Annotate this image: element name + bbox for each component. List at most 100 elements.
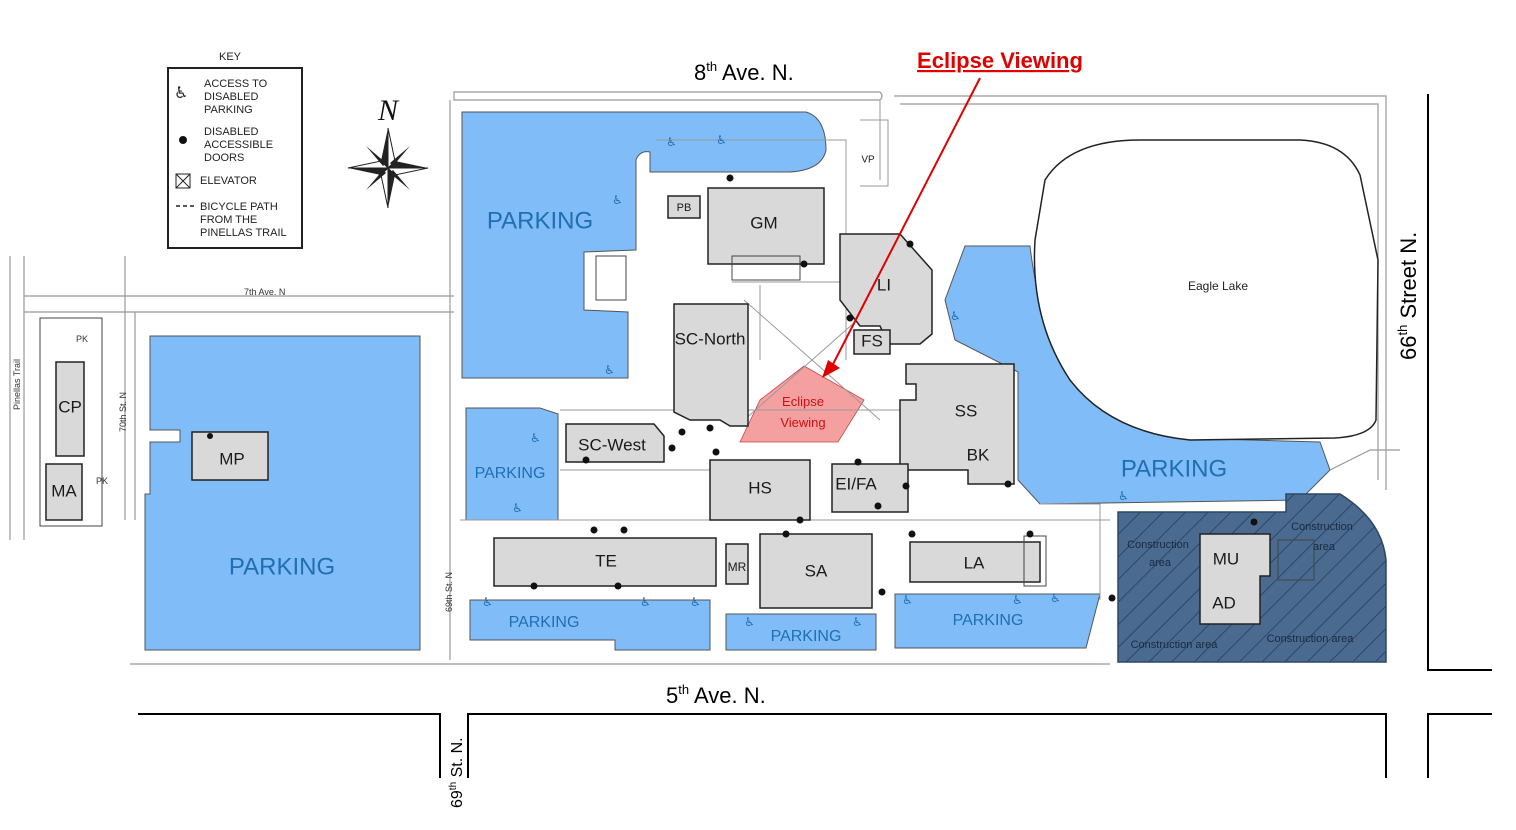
- construction-label-4: Construction area: [1267, 633, 1355, 645]
- parking-lot-south-3: [894, 593, 1101, 649]
- parking-lot-south-2: [725, 613, 877, 651]
- svg-text:DISABLED: DISABLED: [204, 126, 258, 138]
- label-gm: GM: [750, 213, 777, 232]
- svg-text:♿: ♿: [482, 595, 493, 609]
- building-te: [493, 537, 717, 587]
- svg-text:♿: ♿: [1012, 593, 1023, 607]
- eclipse-viewing-area[interactable]: [739, 365, 865, 443]
- street-5th-ave: 5th Ave. N.: [666, 682, 766, 708]
- compass-rose-icon: N: [347, 94, 429, 209]
- map-key: KEY ♿ ACCESS TO DISABLED PARKING DISABLE…: [167, 51, 303, 249]
- elevator-icon: [175, 173, 191, 189]
- building-pb: [667, 195, 701, 219]
- building-li: [839, 233, 933, 345]
- svg-text:ACCESS TO: ACCESS TO: [204, 78, 268, 90]
- parking-label-south-2: PARKING: [771, 628, 842, 645]
- label-hs: HS: [748, 478, 772, 497]
- label-eagle-lake: Eagle Lake: [1188, 279, 1248, 293]
- building-sc-north: [673, 303, 749, 427]
- label-la: LA: [964, 553, 985, 572]
- building-ss-bk: [899, 363, 1015, 485]
- label-ss: SS: [955, 401, 978, 420]
- eclipse-arrow-head: [822, 360, 840, 378]
- svg-text:♿: ♿: [530, 431, 541, 445]
- svg-text:♿: ♿: [1118, 489, 1129, 503]
- svg-text:♿: ♿: [902, 593, 913, 607]
- main-road-lines: [138, 94, 1492, 778]
- disabled-parking-markers: ♿ ♿ ♿ ♿ ♿ ♿ ♿ ♿ ♿ ♿ ♿ ♿ ♿ ♿ ♿ ♿: [482, 133, 1129, 629]
- svg-text:BICYCLE PATH: BICYCLE PATH: [200, 201, 278, 213]
- street-8th-ave: 8th Ave. N.: [694, 59, 794, 85]
- label-mu: MU: [1213, 549, 1239, 568]
- building-la: [909, 541, 1041, 583]
- street-7th-ave-small: 7th Ave. N: [244, 287, 285, 297]
- label-pk-1: PK: [76, 334, 88, 344]
- parking-lot-west: [144, 335, 421, 651]
- svg-text:♿: ♿: [1050, 591, 1061, 605]
- parking-label-north: PARKING: [487, 207, 593, 234]
- label-sc-west: SC-West: [578, 435, 646, 454]
- building-cp: [55, 361, 85, 457]
- parking-label-center-west: PARKING: [475, 465, 546, 482]
- parking-lot-north: [461, 111, 827, 379]
- building-sa: [759, 533, 873, 609]
- building-ei-fa: [831, 463, 909, 513]
- eclipse-area-label-2: Viewing: [780, 415, 825, 430]
- construction-label-2a: Construction: [1291, 521, 1353, 533]
- building-mr: [725, 543, 749, 585]
- buildings: [45, 187, 1271, 625]
- svg-text:♿: ♿: [716, 133, 727, 147]
- road-outlines: [9, 91, 1400, 665]
- dot-icon: [179, 136, 187, 144]
- label-ma: MA: [51, 481, 77, 500]
- construction-label-3: Construction area: [1131, 639, 1219, 651]
- svg-text:♿: ♿: [666, 135, 677, 149]
- label-fs: FS: [861, 331, 883, 350]
- construction-label-1a: Construction: [1127, 539, 1189, 551]
- eagle-lake: [1033, 139, 1379, 441]
- eclipse-area-label-1: Eclipse: [782, 394, 824, 409]
- parking-label-west: PARKING: [229, 553, 335, 580]
- svg-text:DOORS: DOORS: [204, 152, 244, 164]
- label-te: TE: [595, 551, 617, 570]
- eclipse-callout-arrow: [829, 77, 981, 371]
- street-66th: 66th Street N.: [1395, 232, 1421, 360]
- eclipse-callout-label: Eclipse Viewing: [917, 48, 1083, 73]
- label-cp: CP: [58, 397, 82, 416]
- label-mp: MP: [219, 449, 245, 468]
- building-gm: [707, 187, 825, 265]
- label-ad: AD: [1212, 593, 1236, 612]
- parking-label-east: PARKING: [1121, 455, 1227, 482]
- street-69th-small: 69th St. N: [444, 572, 454, 612]
- compass-n: N: [377, 94, 400, 127]
- svg-text:ACCESSIBLE: ACCESSIBLE: [204, 139, 273, 151]
- small-structures: [39, 255, 1315, 587]
- svg-text:DISABLED: DISABLED: [204, 91, 258, 103]
- label-li: LI: [877, 275, 891, 294]
- building-ma: [45, 463, 83, 521]
- key-title: KEY: [219, 51, 242, 63]
- construction-label-1b: area: [1149, 557, 1172, 569]
- label-sc-north: SC-North: [675, 329, 746, 348]
- svg-text:ELEVATOR: ELEVATOR: [200, 175, 257, 187]
- building-hs: [709, 459, 811, 521]
- svg-text:♿: ♿: [612, 193, 623, 207]
- building-mp: [191, 431, 269, 481]
- label-bk: BK: [967, 445, 990, 464]
- label-ei-fa: EI/FA: [835, 474, 877, 493]
- svg-text:PARKING: PARKING: [204, 104, 253, 116]
- svg-text:PINELLAS TRAIL: PINELLAS TRAIL: [200, 227, 287, 239]
- svg-text:♿: ♿: [744, 615, 755, 629]
- svg-text:FROM THE: FROM THE: [200, 214, 257, 226]
- building-fs: [853, 329, 891, 355]
- svg-text:♿: ♿: [690, 595, 701, 609]
- street-69th: 69th St. N.: [448, 737, 466, 808]
- svg-text:♿: ♿: [950, 309, 961, 323]
- svg-text:♿: ♿: [604, 363, 615, 377]
- parking-lot-south-1: [469, 599, 711, 651]
- label-mr: MR: [728, 560, 747, 574]
- street-70th-small: 70th St. N: [118, 392, 128, 432]
- label-pb: PB: [677, 202, 692, 214]
- construction-label-2b: area: [1313, 541, 1336, 553]
